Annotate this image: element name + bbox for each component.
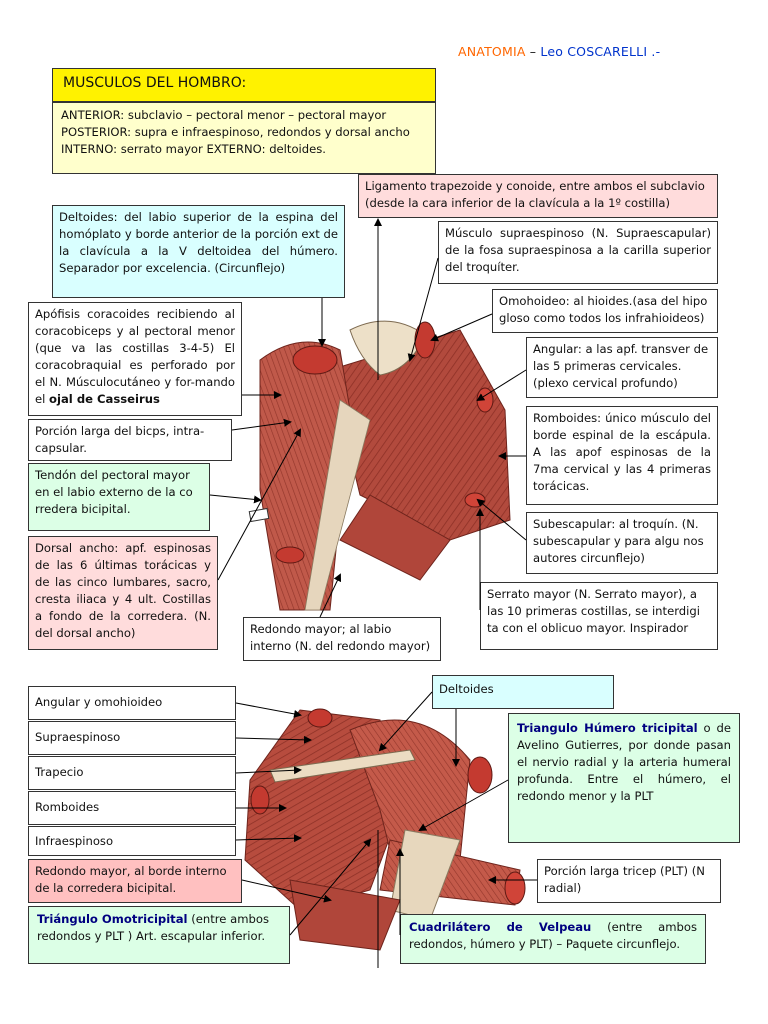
triangulo-omotricipital-box: Triángulo Omotricipital (entre ambos red… xyxy=(28,906,290,964)
romboides-lower-text: Romboides xyxy=(35,800,100,814)
romboides-box: Romboides: único músculo del borde espin… xyxy=(526,406,718,505)
trapecio-box: Trapecio xyxy=(28,756,236,790)
summary-anterior: ANTERIOR: subclavio – pectoral menor – p… xyxy=(61,108,387,122)
redondo-mayor-box: Redondo mayor; al labio interno (N. del … xyxy=(243,617,441,661)
supraespinoso-text: Músculo supraespinoso (N. Supraescapular… xyxy=(445,226,711,274)
summary-box: ANTERIOR: subclavio – pectoral menor – p… xyxy=(52,102,436,174)
ligamento-line1: Ligamento trapezoide y conoide, entre am… xyxy=(365,179,705,193)
apofisis-text: Apófisis coracoides recibiendo al coraco… xyxy=(35,307,235,406)
dorsal-ancho-box: Dorsal ancho: apf. espinosas de las 6 úl… xyxy=(28,536,218,650)
header-separator: – xyxy=(525,44,541,59)
deltoides-box: Deltoides: del labio superior de la espi… xyxy=(52,205,345,298)
porcion-larga-text: Porción larga del bicps, intra-capsular. xyxy=(35,424,205,455)
deltoides-text: Deltoides: del labio superior de la espi… xyxy=(59,210,338,275)
page-header: ANATOMIA – Leo COSCARELLI .- xyxy=(458,44,660,59)
romboides-lower-box: Romboides xyxy=(28,791,236,825)
velpeau-text: (entre ambos redondos, húmero y PLT) – P… xyxy=(409,920,697,951)
angular-omohioideo-text: Angular y omohioideo xyxy=(35,695,163,709)
ligamento-line2: (desde la cara inferior de la clavícula … xyxy=(365,196,670,210)
redondo-mayor-lower-box: Redondo mayor, al borde interno de la co… xyxy=(28,859,242,903)
triangulo-humero-text: o de Avelino Gutierres, por donde pasan … xyxy=(517,721,731,803)
redondo-mayor-lower-text: Redondo mayor, al borde interno de la co… xyxy=(35,864,227,895)
omohioideo-text: Omohoideo: al hioides.(asa del hipo glos… xyxy=(499,294,708,325)
infraespinoso-text: Infraespinoso xyxy=(35,834,114,848)
serrato-box: Serrato mayor (N. Serrato mayor), a las … xyxy=(480,582,718,650)
triangulo-humero-title: Triangulo Húmero tricipital xyxy=(517,721,698,735)
angular-text: Angular: a las apf. transver de las 5 pr… xyxy=(533,342,709,390)
summary-interno: INTERNO: serrato mayor EXTERNO: deltoide… xyxy=(61,142,326,156)
dorsal-ancho-text: Dorsal ancho: apf. espinosas de las 6 úl… xyxy=(35,541,211,640)
porcion-larga-biceps-box: Porción larga del bicps, intra-capsular. xyxy=(28,419,232,461)
infraespinoso-box: Infraespinoso xyxy=(28,826,236,856)
omohioideo-box: Omohoideo: al hioides.(asa del hipo glos… xyxy=(492,289,718,333)
angular-omohioideo-box: Angular y omohioideo xyxy=(28,686,236,720)
serrato-text: Serrato mayor (N. Serrato mayor), a las … xyxy=(487,587,700,635)
supraespinoso-lower-box: Supraespinoso xyxy=(28,721,236,755)
omotricipital-text: (entre ambos redondos y PLT ) Art. escap… xyxy=(37,912,269,943)
omotricipital-title: Triángulo Omotricipital xyxy=(37,912,188,926)
subescapular-text: Subescapular: al troquín. (N. subescapul… xyxy=(533,517,704,565)
header-author: Leo COSCARELLI .- xyxy=(540,44,661,59)
deltoides-lower-text: Deltoides xyxy=(439,682,494,696)
redondo-mayor-text: Redondo mayor; al labio interno (N. del … xyxy=(250,622,431,653)
deltoides-lower-box: Deltoides xyxy=(432,675,614,709)
triangulo-humero-tricipital-box: Triangulo Húmero tricipital o de Avelino… xyxy=(508,713,740,843)
subescapular-box: Subescapular: al troquín. (N. subescapul… xyxy=(526,512,718,574)
supraespinoso-lower-text: Supraespinoso xyxy=(35,730,121,744)
cuadrilatero-velpeau-box: Cuadrilátero de Velpeau (entre ambos red… xyxy=(400,914,706,964)
ligamento-box: Ligamento trapezoide y conoide, entre am… xyxy=(358,174,718,218)
romboides-text: Romboides: único músculo del borde espin… xyxy=(533,411,711,493)
velpeau-title: Cuadrilátero de Velpeau xyxy=(409,920,592,934)
title-box: MUSCULOS DEL HOMBRO: xyxy=(52,68,436,102)
porcion-larga-tricep-text: Porción larga tricep (PLT) (N radial) xyxy=(544,864,705,895)
tendon-pectoral-box: Tendón del pectoral mayor en el labio ex… xyxy=(28,463,210,531)
porcion-larga-tricep-box: Porción larga tricep (PLT) (N radial) xyxy=(537,859,721,903)
apofisis-coracoides-box: Apófisis coracoides recibiendo al coraco… xyxy=(28,302,242,416)
title-text: MUSCULOS DEL HOMBRO: xyxy=(63,75,247,91)
angular-box: Angular: a las apf. transver de las 5 pr… xyxy=(526,337,718,398)
ojal-casseirus: ojal de Casseirus xyxy=(49,392,160,406)
summary-posterior: POSTERIOR: supra e infraespinoso, redond… xyxy=(61,125,410,139)
header-subject: ANATOMIA xyxy=(458,44,526,59)
trapecio-text: Trapecio xyxy=(35,765,84,779)
tendon-text: Tendón del pectoral mayor en el labio ex… xyxy=(35,468,193,516)
anterior-shoulder-illustration xyxy=(248,320,511,611)
supraespinoso-box: Músculo supraespinoso (N. Supraescapular… xyxy=(438,221,718,284)
